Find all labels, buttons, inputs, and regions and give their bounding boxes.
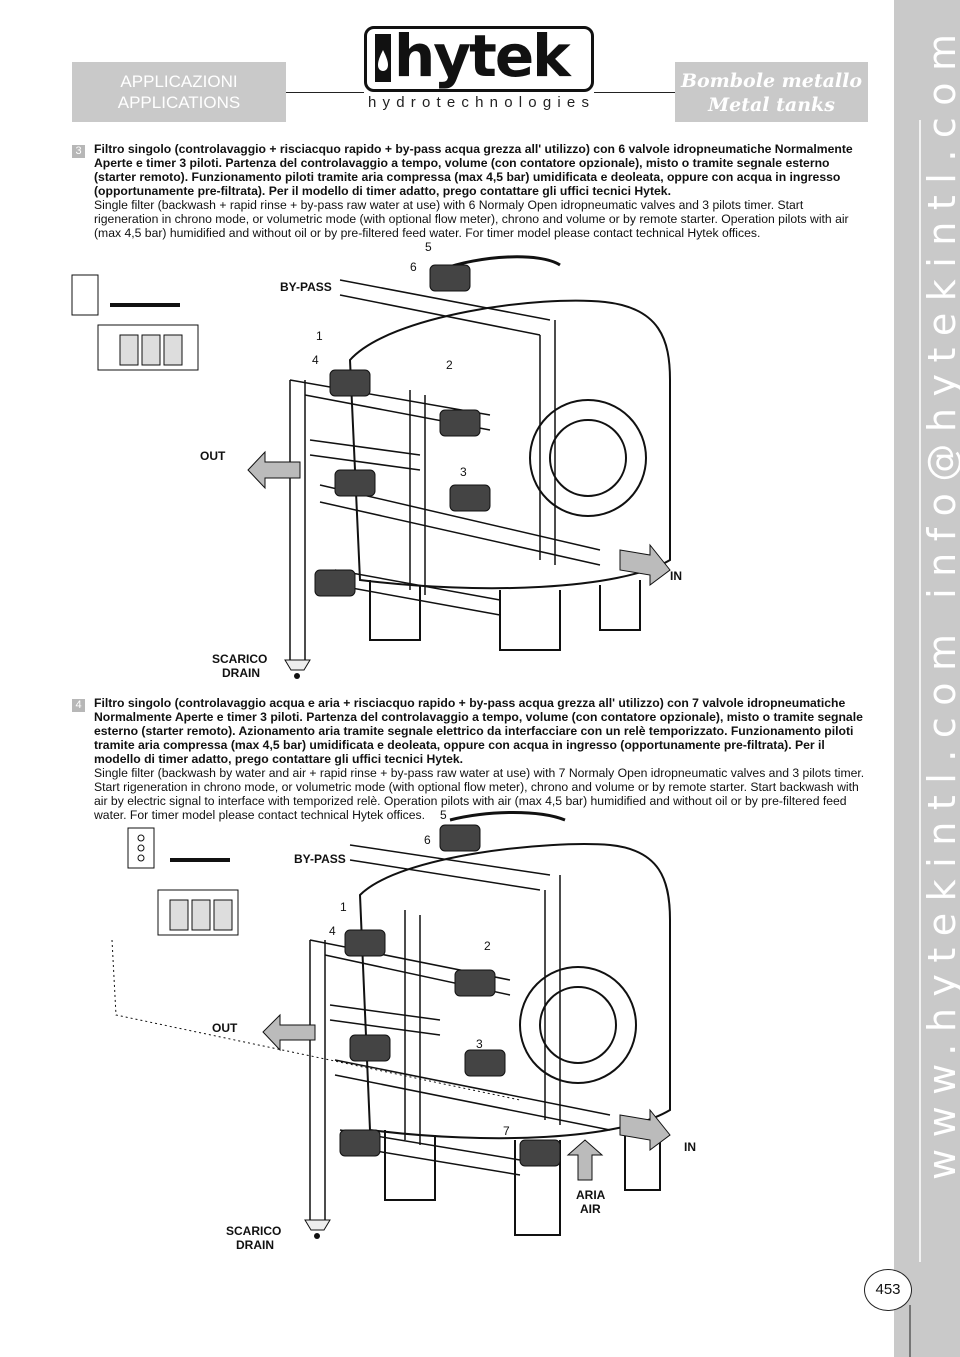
valve-number: 2: [446, 358, 453, 372]
valve-number: 1: [340, 900, 347, 914]
in-label: IN: [684, 1140, 696, 1154]
valve-number: 6: [410, 260, 417, 274]
header-right-line2: Metal tanks: [708, 94, 835, 116]
out-label: OUT: [212, 1021, 238, 1035]
section-3-english: Single filter (backwash + rapid rinse + …: [94, 198, 849, 240]
header-left-line2: APPLICATIONS: [117, 93, 241, 112]
header-metal-tanks-box: Bombole metallo Metal tanks: [675, 62, 868, 122]
section-3-text: Filtro singolo (controlavaggio + risciac…: [94, 142, 866, 240]
valve-number: 2: [484, 939, 491, 953]
section-4-text: Filtro singolo (controlavaggio acqua e a…: [94, 696, 866, 822]
header-rule-right: [594, 92, 675, 93]
valve-number: 7: [503, 1124, 510, 1138]
section-4-italian: Filtro singolo (controlavaggio acqua e a…: [94, 696, 863, 766]
logo-drop-icon: [375, 34, 391, 82]
bypass-label: BY-PASS: [280, 280, 332, 294]
sidebar-background: [894, 0, 960, 1357]
section-4-english: Single filter (backwash by water and air…: [94, 766, 865, 822]
out-label: OUT: [200, 449, 226, 463]
bypass-label: BY-PASS: [294, 852, 346, 866]
header-right-line1: Bombole metallo: [680, 70, 863, 92]
valve-number: 3: [460, 465, 467, 479]
section-number: 3: [72, 145, 85, 158]
section-3-italian: Filtro singolo (controlavaggio + risciac…: [94, 142, 853, 198]
valve-number: 4: [312, 353, 319, 367]
valve-number: 1: [316, 329, 323, 343]
sidebar-contact-text: www.hytekintl.com info@hytekintl.com: [920, 22, 960, 1180]
filter-diagram-7-valves: [111, 811, 671, 1239]
air-label-en: AIR: [580, 1202, 601, 1216]
filter-diagram-6-valves: [71, 255, 671, 679]
valve-number: 6: [424, 833, 431, 847]
valve-number: 3: [476, 1037, 483, 1051]
drain-label-it: SCARICO: [212, 652, 268, 666]
header-applications-box: APPLICAZIONI APPLICATIONS: [72, 62, 286, 122]
valve-number: 4: [329, 924, 336, 938]
header-left-line1: APPLICAZIONI: [120, 72, 238, 91]
page-number: 453: [864, 1269, 912, 1311]
logo: [364, 26, 594, 92]
drain-label-en: DRAIN: [236, 1238, 274, 1252]
logo-subtitle: hydrotechnologies: [368, 94, 596, 111]
air-label-it: ARIA: [576, 1188, 606, 1202]
drain-label-en: DRAIN: [222, 666, 260, 680]
header-rule-left: [286, 92, 364, 93]
section-number: 4: [72, 699, 85, 712]
valve-number: 5: [425, 240, 432, 254]
valve-number: 5: [440, 808, 447, 822]
in-label: IN: [670, 569, 682, 583]
logo-wordmark: hytek: [394, 22, 571, 90]
sidebar: [878, 0, 960, 1357]
drain-label-it: SCARICO: [226, 1224, 282, 1238]
